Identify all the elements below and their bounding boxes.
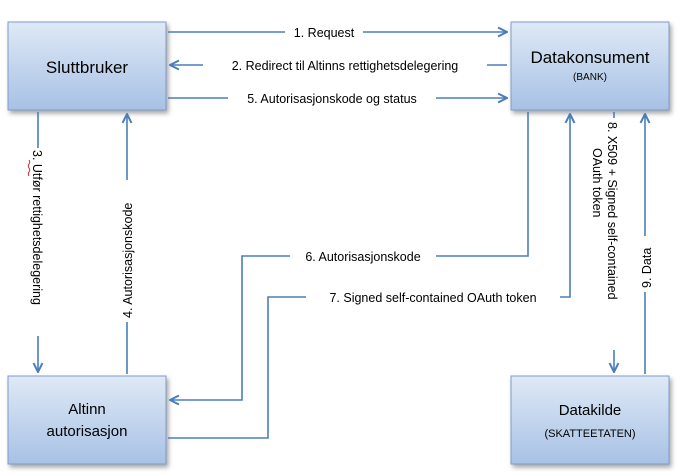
box-sluttbruker-title: Sluttbruker [46,58,129,77]
box-datakilde-title: Datakilde [559,402,622,419]
arrow-6 [170,112,529,400]
box-datakilde-subtitle: (SKATTEETATEN) [544,428,635,440]
arrow-3-label: 3. Utfør rettighetsdelegering [30,150,44,305]
arrow-4-label: 4. Autorisasjonskode [121,203,135,318]
box-datakonsument: Datakonsument (BANK) [510,21,670,111]
box-altinn: Altinn autorisasjon [7,375,167,465]
arrow-8-label-line1: 8. X509 + Signed self-contained [605,122,619,300]
arrow-9-label: 9. Data [640,248,654,288]
box-altinn-line2: autorisasjon [47,423,128,440]
arrow-1-label: 1. Request [294,26,355,40]
box-sluttbruker: Sluttbruker [7,21,167,111]
spellcheck-underline [27,159,31,177]
arrow-6-label: 6. Autorisasjonskode [305,250,420,264]
arrow-7-label: 7. Signed self-contained OAuth token [329,291,536,305]
box-datakonsument-title: Datakonsument [530,48,649,67]
arrow-2-label: 2. Redirect til Altinns rettighetsdelege… [232,59,459,73]
box-altinn-line1: Altinn [68,401,106,418]
arrow-5-label: 5. Autorisasjonskode og status [247,92,417,106]
box-datakilde: Datakilde (SKATTEETATEN) [510,375,670,465]
arrow-7 [168,114,570,439]
box-datakonsument-subtitle: (BANK) [573,72,607,83]
arrow-8-label-line2: OAuth token [590,148,604,218]
